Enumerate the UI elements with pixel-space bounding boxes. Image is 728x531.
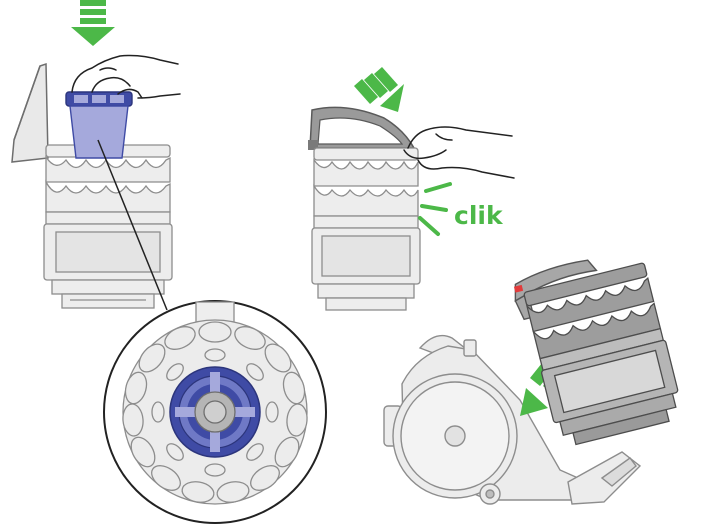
click-sound-label: clik <box>454 201 504 230</box>
step-attach-cyclone <box>384 246 685 504</box>
bin-lid <box>308 107 414 150</box>
click-sound-marks-icon <box>420 184 450 234</box>
down-arrow-icon <box>71 0 115 46</box>
diagonal-arrow-icon <box>354 67 404 112</box>
magnifier-callout-icon <box>104 301 326 523</box>
filter-top-view <box>170 367 260 457</box>
cyclone-body <box>312 148 420 310</box>
step-close-bin-lid: clik <box>308 67 514 310</box>
cyclone-dark <box>510 246 685 451</box>
cyclone-body <box>44 145 172 308</box>
step-insert-filter <box>12 0 180 310</box>
filter-unit <box>66 92 132 158</box>
hand-illustration <box>404 127 514 178</box>
bin-lid-open <box>12 64 48 162</box>
